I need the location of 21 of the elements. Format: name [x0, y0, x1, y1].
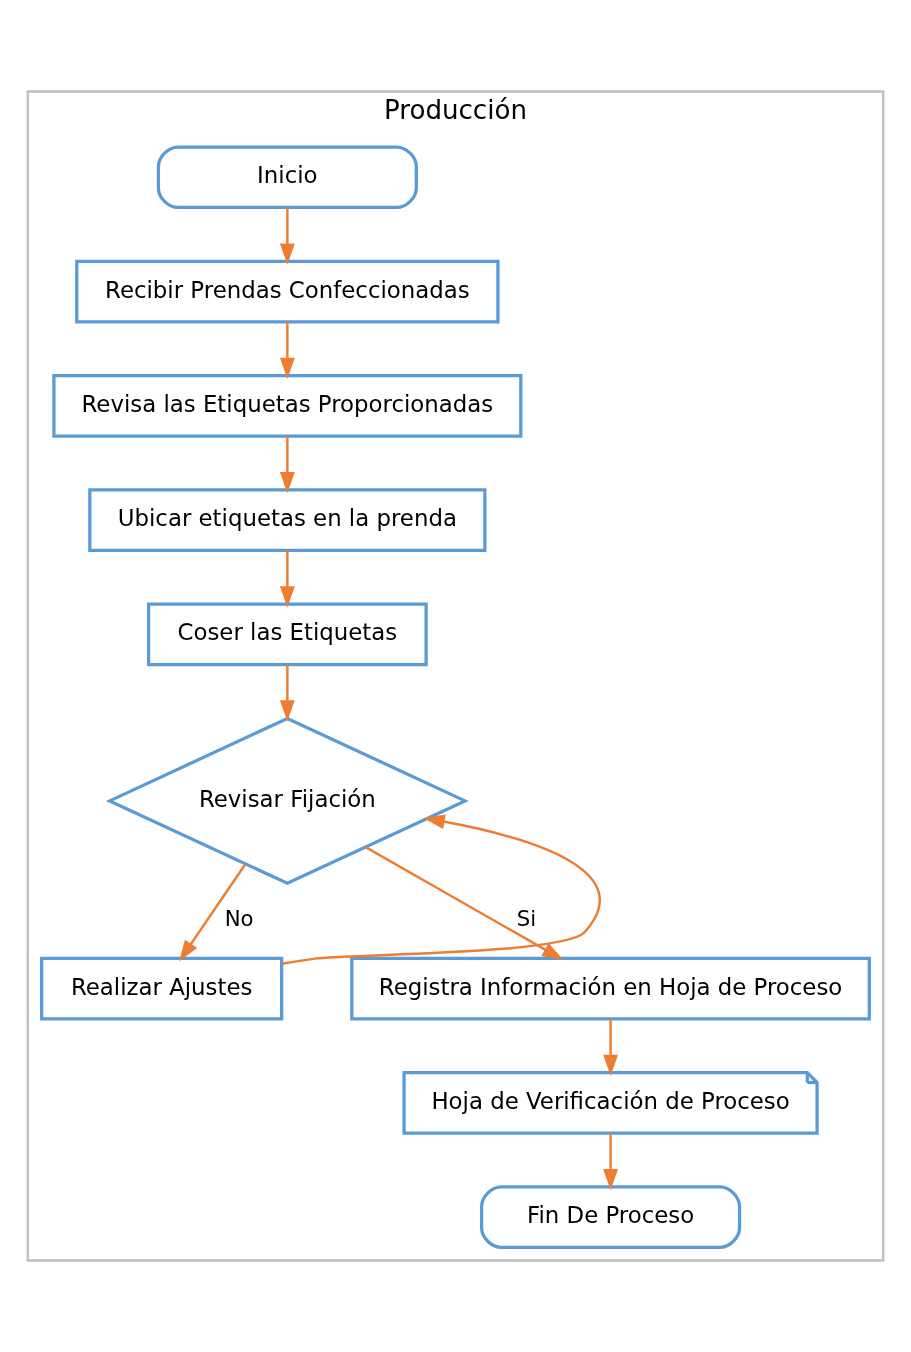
arrow [179, 863, 247, 962]
arrow [281, 814, 601, 965]
arrow [603, 1018, 618, 1077]
node-box: Ubicar etiquetas en la prenda [88, 488, 487, 552]
node-box: Registra Información en Hoja de Proceso [350, 956, 871, 1021]
arrow [279, 207, 295, 265]
node-box: Inicio [156, 145, 418, 210]
node-box: Recibir Prendas Confeccionadas [75, 259, 500, 324]
node-box: Fin De Proceso [480, 1185, 742, 1249]
node-diamond: Revisar Fijación [105, 716, 469, 886]
node-box: Coser las Etiquetas [146, 602, 428, 667]
node-box: Realizar Ajustes [40, 956, 284, 1021]
node-box: Revisa las Etiquetas Proporcionadas [52, 374, 523, 438]
arrow [279, 436, 295, 494]
arrow [279, 321, 295, 380]
edge-label: Si [516, 906, 537, 932]
arrow [279, 550, 295, 608]
arrow [365, 846, 564, 961]
arrow [279, 665, 295, 722]
arrow [603, 1133, 618, 1191]
edge-label: No [224, 906, 254, 932]
